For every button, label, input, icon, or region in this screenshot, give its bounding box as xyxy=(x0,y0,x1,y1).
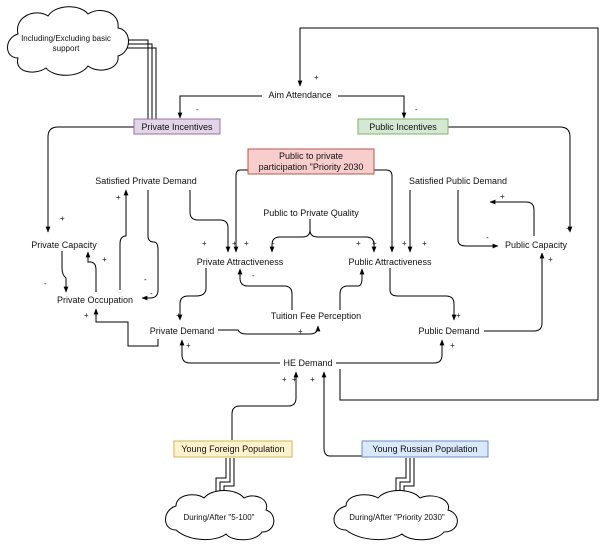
sign: + xyxy=(292,375,297,384)
public-incentives-label: Public Incentives xyxy=(369,122,437,132)
edge-participation-to-public-attractiveness xyxy=(374,169,395,253)
edge-aim-to-public-incentives xyxy=(338,95,407,119)
sign: + xyxy=(566,224,571,233)
edge-quality-to-public-attractiveness xyxy=(309,229,377,253)
edge-public-capacity-to-satisfied xyxy=(489,199,535,236)
public-attractiveness-label: Public Attractiveness xyxy=(348,257,432,267)
variable-labels: Aim Attendance Satisfied Private Demand … xyxy=(28,89,570,369)
private-capacity-label: Private Capacity xyxy=(31,240,97,250)
box-private-incentives: Private Incentives xyxy=(133,118,221,135)
sign: + xyxy=(202,239,207,248)
sign: + xyxy=(232,239,237,248)
box-young-russian-population: Young Russian Population xyxy=(361,440,489,458)
edge-public-incentives-to-capacity xyxy=(448,126,573,233)
private-occupation-label: Private Occupation xyxy=(57,295,133,305)
edge-young-russian-to-he-demand xyxy=(321,371,362,457)
sign: + xyxy=(244,239,249,248)
sign: - xyxy=(415,105,418,114)
edge-young-foreign-to-he-demand xyxy=(231,371,299,440)
edge-occupation-to-satisfied-private xyxy=(119,189,129,290)
public-capacity-label: Public Capacity xyxy=(505,240,568,250)
edge-private-demand-to-tuition xyxy=(218,325,321,335)
young-russian-population-label: Young Russian Population xyxy=(372,444,477,454)
cloud-5-100: During/After "5-100" xyxy=(165,490,275,541)
edge-satisfied-public-to-capacity xyxy=(457,190,499,249)
sign: + xyxy=(102,255,107,264)
edge-satisfied-private-to-attractiveness xyxy=(189,190,231,253)
sign: + xyxy=(282,375,287,384)
sign: + xyxy=(422,239,427,248)
box-public-incentives: Public Incentives xyxy=(357,118,449,135)
private-incentives-label: Private Incentives xyxy=(141,122,213,132)
edges xyxy=(45,27,599,500)
private-demand-label: Private Demand xyxy=(150,326,215,336)
sign: + xyxy=(60,214,65,223)
sign: + xyxy=(310,375,315,384)
sign: - xyxy=(272,239,275,248)
young-foreign-population-label: Young Foreign Population xyxy=(181,444,284,454)
cloud-priority-2030-label: During/After "Priority 2030" xyxy=(349,513,445,522)
edge-private-occupation-to-capacity xyxy=(85,251,97,292)
public-to-private-quality-label: Public to Private Quality xyxy=(263,208,359,218)
sign: + xyxy=(186,341,191,350)
edge-private-incentives-to-capacity xyxy=(45,126,134,233)
sign: + xyxy=(84,311,89,320)
sign: + xyxy=(450,341,455,350)
edge-he-demand-to-public-demand xyxy=(336,339,445,364)
sign: - xyxy=(252,271,255,280)
edge-participation-to-private-attractiveness xyxy=(233,169,248,253)
sign: + xyxy=(402,239,407,248)
edge-private-demand-to-occupation xyxy=(93,308,159,347)
edge-public-demand-to-capacity xyxy=(484,252,545,332)
sign: - xyxy=(44,279,47,288)
edge-satisfied-private-to-occupation xyxy=(141,190,159,301)
cloud-priority-2030: During/After "Priority 2030" xyxy=(333,490,458,541)
tuition-fee-perception-label: Tuition Fee Perception xyxy=(271,311,361,321)
sign: - xyxy=(144,275,147,284)
box-young-foreign-population: Young Foreign Population xyxy=(173,440,293,458)
edge-tuition-to-public-attractiveness xyxy=(339,268,365,310)
edge-quality-to-private-attractiveness xyxy=(269,219,311,253)
sign: + xyxy=(176,311,181,320)
edge-aim-to-private-incentives xyxy=(177,95,262,119)
satisfied-private-demand-label: Satisfied Private Demand xyxy=(95,176,197,186)
sign: + xyxy=(314,73,319,82)
he-demand-label: HE Demand xyxy=(283,358,332,368)
satisfied-public-demand-label: Satisfied Public Demand xyxy=(409,176,507,186)
private-attractiveness-label: Private Attractiveness xyxy=(197,257,284,267)
polarity-signs: + - - + + + + - + + + - + + + + + + - - … xyxy=(44,73,571,384)
cloud-basic-support: Including/Excluding basic support xyxy=(7,6,129,76)
edge-private-capacity-to-occupation xyxy=(61,251,69,293)
aim-attendance-label: Aim Attendance xyxy=(268,90,331,100)
cloud-basic-support-line1: Including/Excluding basic xyxy=(21,34,111,43)
edge-private-attractiveness-to-demand xyxy=(177,268,207,321)
sign: - xyxy=(196,105,199,114)
sign: + xyxy=(116,193,121,202)
edge-he-demand-to-private-demand xyxy=(179,339,280,364)
edge-tuition-to-private-attractiveness xyxy=(237,268,293,310)
sign: + xyxy=(548,255,553,264)
sign: + xyxy=(298,327,303,336)
edge-public-attractiveness-to-demand xyxy=(389,268,457,321)
participation-label-line2: participation "Priority 2030 xyxy=(259,162,364,172)
cloud-5-100-label: During/After "5-100" xyxy=(183,513,254,522)
sign: + xyxy=(372,239,377,248)
participation-label-line1: Public to private xyxy=(279,151,343,161)
sign: + xyxy=(456,311,461,320)
sign: - xyxy=(486,233,489,242)
box-participation-priority-2030: Public to private participation "Priorit… xyxy=(247,148,375,175)
sign: + xyxy=(356,239,361,248)
edge-he-demand-to-aim xyxy=(297,27,599,401)
connector-cloud-basic-support xyxy=(120,39,157,120)
cloud-basic-support-line2: support xyxy=(53,44,80,53)
sign: + xyxy=(500,192,505,201)
public-demand-label: Public Demand xyxy=(418,326,479,336)
sign: - xyxy=(150,289,153,298)
